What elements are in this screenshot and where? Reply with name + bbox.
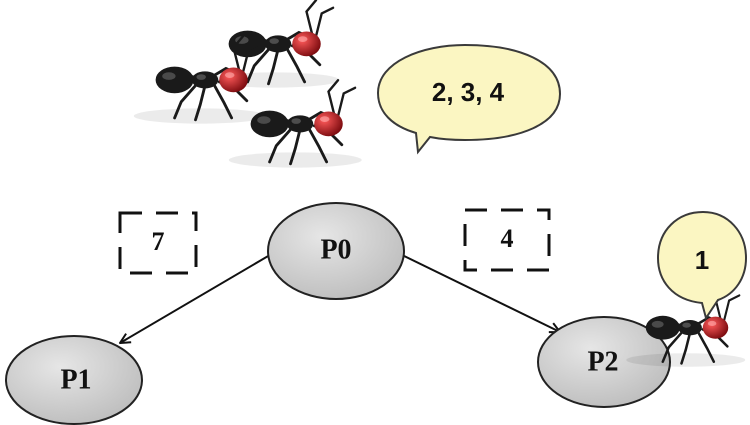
node-p2: P2 [537,316,671,408]
edge-p0-p2 [399,253,560,332]
node-p1-label: P1 [60,364,91,395]
node-p1: P1 [5,335,143,425]
edge-weight-box-p1: 7 [118,211,198,275]
node-p0: P0 [267,202,405,300]
colony-bubble-text: 2, 3, 4 [432,77,505,107]
edge-weight-p2: 4 [501,224,514,253]
ant-bubble-text: 1 [695,245,709,275]
node-p0-label: P0 [320,234,351,265]
ant-group-icon [132,0,364,170]
edge-weight-p1: 7 [152,227,165,256]
colony-speech-bubble: 2, 3, 4 [376,43,562,155]
edge-p0-p1 [120,251,276,343]
node-p2-label: P2 [587,346,618,377]
ant-speech-bubble: 1 [656,210,748,321]
ant-icon [227,78,364,170]
edge-weight-box-p2: 4 [463,208,551,272]
